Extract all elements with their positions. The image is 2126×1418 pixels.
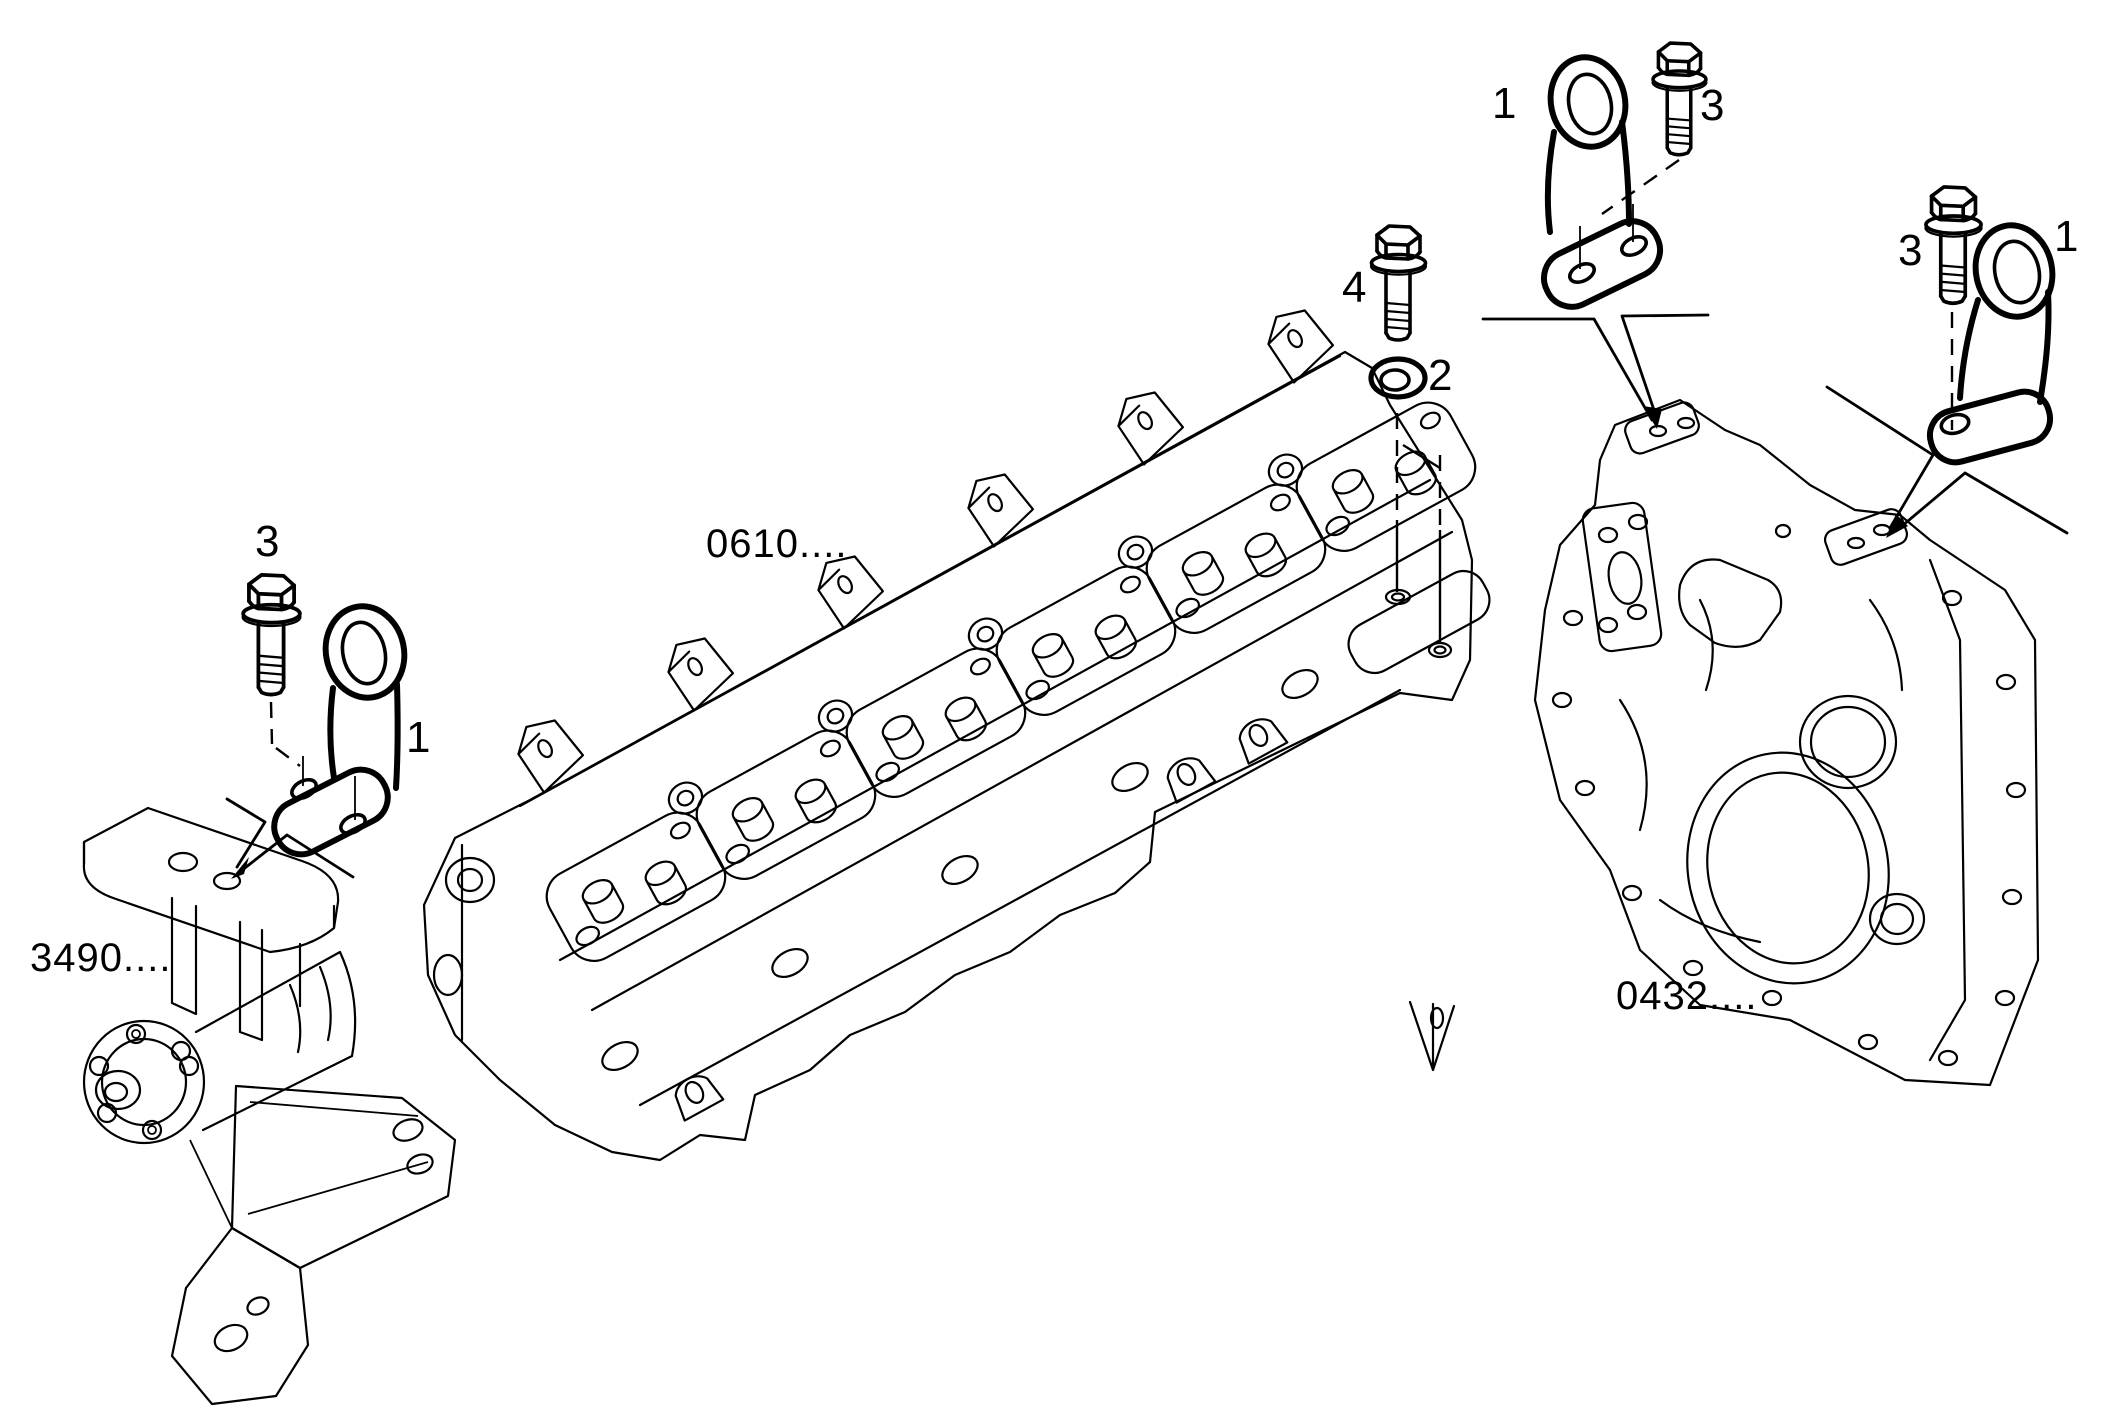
cylinder-head-drawing bbox=[422, 309, 1491, 1162]
hex-flange-bolt-left bbox=[240, 572, 303, 697]
hex-bolt-top-center bbox=[1369, 224, 1428, 342]
callout-bolt-left: 3 bbox=[255, 517, 280, 566]
lifting-hook-middle bbox=[1541, 54, 1663, 310]
leader-lines bbox=[225, 159, 2069, 879]
callout-hook-right: 1 bbox=[2054, 212, 2079, 261]
hex-flange-bolt-right bbox=[1923, 185, 1984, 306]
part-number-timing-gear-case: 0432.... bbox=[1616, 974, 1758, 1018]
callout-hook-middle: 1 bbox=[1492, 79, 1517, 128]
flat-washer bbox=[1368, 356, 1428, 400]
callout-bolt-middle: 3 bbox=[1700, 81, 1725, 130]
lifting-hook-left bbox=[271, 603, 408, 858]
callout-washer: 2 bbox=[1428, 351, 1453, 400]
part-number-water-pump-support: 3490.... bbox=[30, 936, 172, 980]
hex-flange-bolt-middle bbox=[1650, 41, 1709, 157]
lifting-hook-right bbox=[1926, 222, 2056, 466]
callout-bolt-top-center: 4 bbox=[1342, 263, 1367, 312]
callout-bolt-right: 3 bbox=[1898, 226, 1923, 275]
timing-gear-case-drawing bbox=[1533, 398, 2040, 1087]
part-number-cylinder-head: 0610.... bbox=[706, 522, 848, 566]
callout-hook-left: 1 bbox=[406, 713, 431, 762]
water-pump-support-drawing bbox=[82, 806, 457, 1406]
